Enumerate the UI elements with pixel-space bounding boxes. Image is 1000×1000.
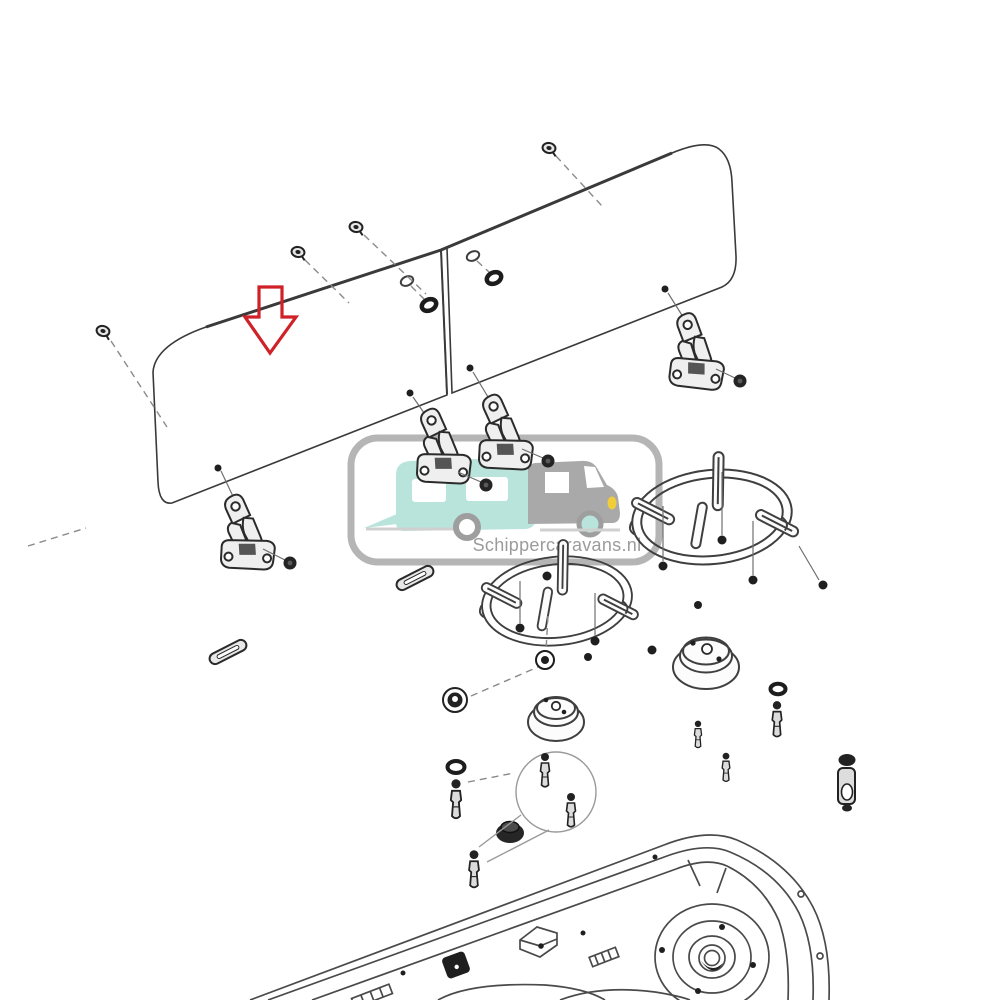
rubber-grommet <box>442 666 539 713</box>
hinge-nut <box>283 556 297 570</box>
screw-icon <box>93 323 114 341</box>
stud-screw <box>721 752 731 783</box>
headlight <box>607 496 617 510</box>
igniter-bracket <box>519 926 558 958</box>
vent-slot <box>588 946 620 968</box>
glass-lid-right-panel <box>446 144 737 395</box>
burner-cap-large <box>672 636 740 690</box>
burner-recess-partial <box>437 983 606 1000</box>
injectors <box>445 681 856 889</box>
screw-icon <box>347 219 366 237</box>
detail-callout <box>478 751 597 863</box>
burner-recess <box>654 903 770 1000</box>
hinge-nut <box>541 454 555 468</box>
burner-cap-medium <box>527 696 585 742</box>
injector-jet <box>565 792 577 828</box>
hinge-icon <box>205 487 281 581</box>
injector-jet <box>771 700 783 738</box>
washer-ring <box>768 681 788 697</box>
watermark-text: Schippercaravans.nl <box>473 535 642 555</box>
mounting-strip <box>393 563 437 593</box>
cooktop-tray <box>249 834 831 1000</box>
screw-icon <box>540 140 559 158</box>
hinge-nut <box>479 478 493 492</box>
vent-slot <box>350 983 394 1000</box>
screw-icon <box>289 244 308 262</box>
motorhome-icon <box>528 460 620 538</box>
mounting-strip <box>206 637 250 667</box>
injector-jet <box>539 752 551 788</box>
glass-lid <box>152 144 737 504</box>
injector-jet <box>693 719 703 749</box>
red-arrow-annotation <box>241 285 300 356</box>
burner-base-cap-dark <box>496 820 524 843</box>
lid-divider <box>440 249 448 395</box>
hinge-nut <box>733 374 747 388</box>
clip <box>442 951 470 979</box>
detail-callout-circle <box>515 751 597 833</box>
hinge-icon <box>657 307 729 398</box>
lid-screws <box>27 140 603 547</box>
sealing-washer <box>535 615 555 670</box>
hinges <box>205 307 747 581</box>
injector-jet <box>449 778 463 820</box>
lid-washers <box>399 250 504 314</box>
injector-jet <box>468 849 480 889</box>
glass-lid-left-panel <box>152 248 448 504</box>
caravan-wheel <box>453 513 481 541</box>
motorhome-wheel <box>576 510 604 538</box>
pan-supports <box>472 442 828 661</box>
burner-recess-partial <box>559 988 691 1000</box>
lid-top-edge <box>205 151 673 329</box>
washer-ring <box>445 759 467 775</box>
valve <box>837 754 856 812</box>
